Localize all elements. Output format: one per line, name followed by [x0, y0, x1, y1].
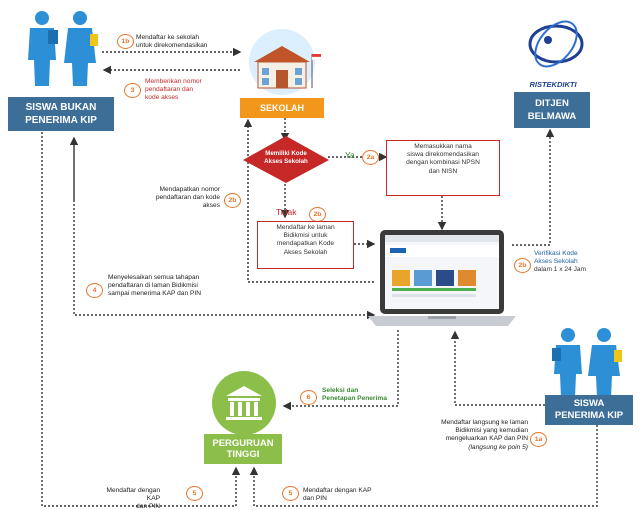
step-2b-right-line: Akses Sekolah: [534, 258, 578, 266]
step-4-line: sampai menerima KAP dan PIN: [108, 290, 201, 298]
perguruan-line1: PERGURUAN: [212, 438, 274, 449]
siswa-bukan-kip-line1: SISWA BUKAN: [25, 102, 97, 113]
step-1a-line: (langsung ke poin 5): [468, 443, 528, 451]
step-1b-line: Mendaftar ke sekolah: [136, 34, 200, 41]
step-5-left-text: Mendaftar dengan KAP dan PIN: [96, 487, 160, 512]
step-2b-left-text: Mendapatkan nomor pendaftaran dan kode a…: [142, 186, 220, 211]
box-kode-line: mendapatkan Kode: [276, 240, 335, 248]
siswa-kip-line2: PENERIMA KIP: [554, 410, 624, 421]
step-2a-badge: 2a: [362, 150, 379, 165]
ristekdikti-logo-text: RISTEKDIKTI: [529, 80, 577, 89]
step-2b-left-line: akses: [202, 202, 220, 210]
step-2b-left-badge: 2b: [224, 193, 241, 208]
box-npsn-nisn: Memasukkan nama siswa direkomendasikan d…: [386, 140, 500, 196]
siswa-kip-line1: SISWA: [573, 398, 605, 409]
students-kip-icon: [552, 328, 622, 398]
step-2b-right-line: Verifikasi Kode: [534, 250, 578, 257]
laptop-icon: [368, 230, 516, 326]
siswa-kip-box: SISWA PENERIMA KIP: [545, 395, 633, 425]
step-2b-right-line: dalam 1 x 24 Jam: [534, 266, 587, 274]
step-1b-badge: 1b: [117, 34, 134, 49]
step-5-right-badge: 5: [282, 486, 299, 501]
decision-text: Memiliki Kode Akses Sekolah: [258, 150, 314, 165]
siswa-bukan-kip-box: SISWA BUKAN PENERIMA KIP: [8, 97, 114, 131]
box-npsn-line: Memasukkan nama: [414, 143, 472, 150]
step-1a-line: Bidikmisi yang kemudian: [455, 427, 528, 435]
step-4-badge: 4: [86, 283, 103, 298]
step-4-text: Menyelesaikan semua tahapan pendaftaran …: [108, 274, 201, 299]
yes-label: Ya: [345, 150, 355, 160]
step-1a-line: mengeluarkan KAP dan PIN: [445, 435, 528, 443]
step-3-line: pendaftaran dan: [145, 86, 194, 94]
box-npsn-line: dan NISN: [428, 167, 458, 175]
step-2b-mid-badge: 2b: [309, 207, 326, 222]
step-5-right-text: Mendaftar dengan KAP dan PIN: [303, 487, 372, 503]
step-3-line: kode akses: [145, 94, 179, 102]
students-icon: [28, 11, 98, 86]
decision-line: Akses Sekolah: [264, 157, 308, 165]
box-kode-line: Mendaftar ke laman: [276, 224, 335, 231]
ditjen-line2: BELMAWA: [527, 111, 577, 122]
step-3-line: Memberikan nomor: [145, 78, 202, 85]
step-6-text: Seleksi dan Penetapan Penerima: [322, 387, 387, 403]
box-kode-line: Bidikmisi untuk: [283, 232, 328, 240]
step-6-badge: 6: [300, 390, 317, 405]
siswa-bukan-kip-line2: PENERIMA KIP: [25, 115, 97, 126]
sekolah-box: SEKOLAH: [240, 98, 324, 118]
ristekdikti-logo-icon: [528, 20, 584, 68]
step-1b-line: untuk direkomendasikan: [136, 42, 208, 50]
step-2b-right-badge: 2b: [514, 258, 531, 273]
step-3-badge: 3: [124, 83, 141, 98]
step-3-text: Memberikan nomor pendaftaran dan kode ak…: [145, 78, 202, 103]
school-building-icon: [249, 29, 322, 95]
step-2b-left-line: pendaftaran dan kode: [155, 194, 220, 202]
step-6-line: Seleksi dan: [322, 387, 359, 394]
decision-diamond: [243, 136, 329, 183]
ditjen-belmawa-box: DITJEN BELMAWA: [514, 92, 590, 128]
step-2b-right-text: Verifikasi Kode Akses Sekolah dalam 1 x …: [534, 250, 586, 275]
box-npsn-line: dengan kombinasi NPSN: [406, 159, 480, 167]
step-1a-badge: 1a: [530, 432, 547, 447]
step-5-right-line: Mendaftar dengan KAP: [303, 487, 372, 494]
ditjen-line1: DITJEN: [535, 98, 569, 109]
step-4-line: pendaftaran di laman Bidikmisi: [108, 282, 198, 290]
perguruan-line2: TINGGI: [226, 449, 260, 460]
step-5-left-line: dan PIN: [136, 503, 160, 511]
step-6-line: Penetapan Penerima: [322, 395, 387, 403]
box-npsn-line: siswa direkomendasikan: [407, 151, 479, 159]
step-5-left-line: Mendaftar dengan KAP: [106, 487, 160, 503]
step-5-left-badge: 5: [186, 486, 203, 501]
box-kode-akses: Mendaftar ke laman Bidikmisi untuk menda…: [257, 221, 354, 269]
step-1b-text: Mendaftar ke sekolah untuk direkomendasi…: [136, 34, 207, 50]
step-2b-left-line: Mendapatkan nomor: [159, 186, 220, 193]
step-1a-text: Mendaftar langsung ke laman Bidikmisi ya…: [400, 419, 528, 452]
step-4-line: Menyelesaikan semua tahapan: [108, 274, 200, 281]
perguruan-tinggi-box: PERGURUAN TINGGI: [204, 434, 282, 464]
step-5-right-line: dan PIN: [303, 495, 327, 503]
step-1a-line: Mendaftar langsung ke laman: [441, 419, 528, 426]
sekolah-label: SEKOLAH: [259, 103, 304, 113]
box-kode-line: Akses Sekolah: [283, 248, 328, 256]
no-label: Tidak: [276, 207, 297, 217]
decision-line: Memiliki Kode: [265, 150, 307, 157]
university-icon: [212, 371, 276, 435]
